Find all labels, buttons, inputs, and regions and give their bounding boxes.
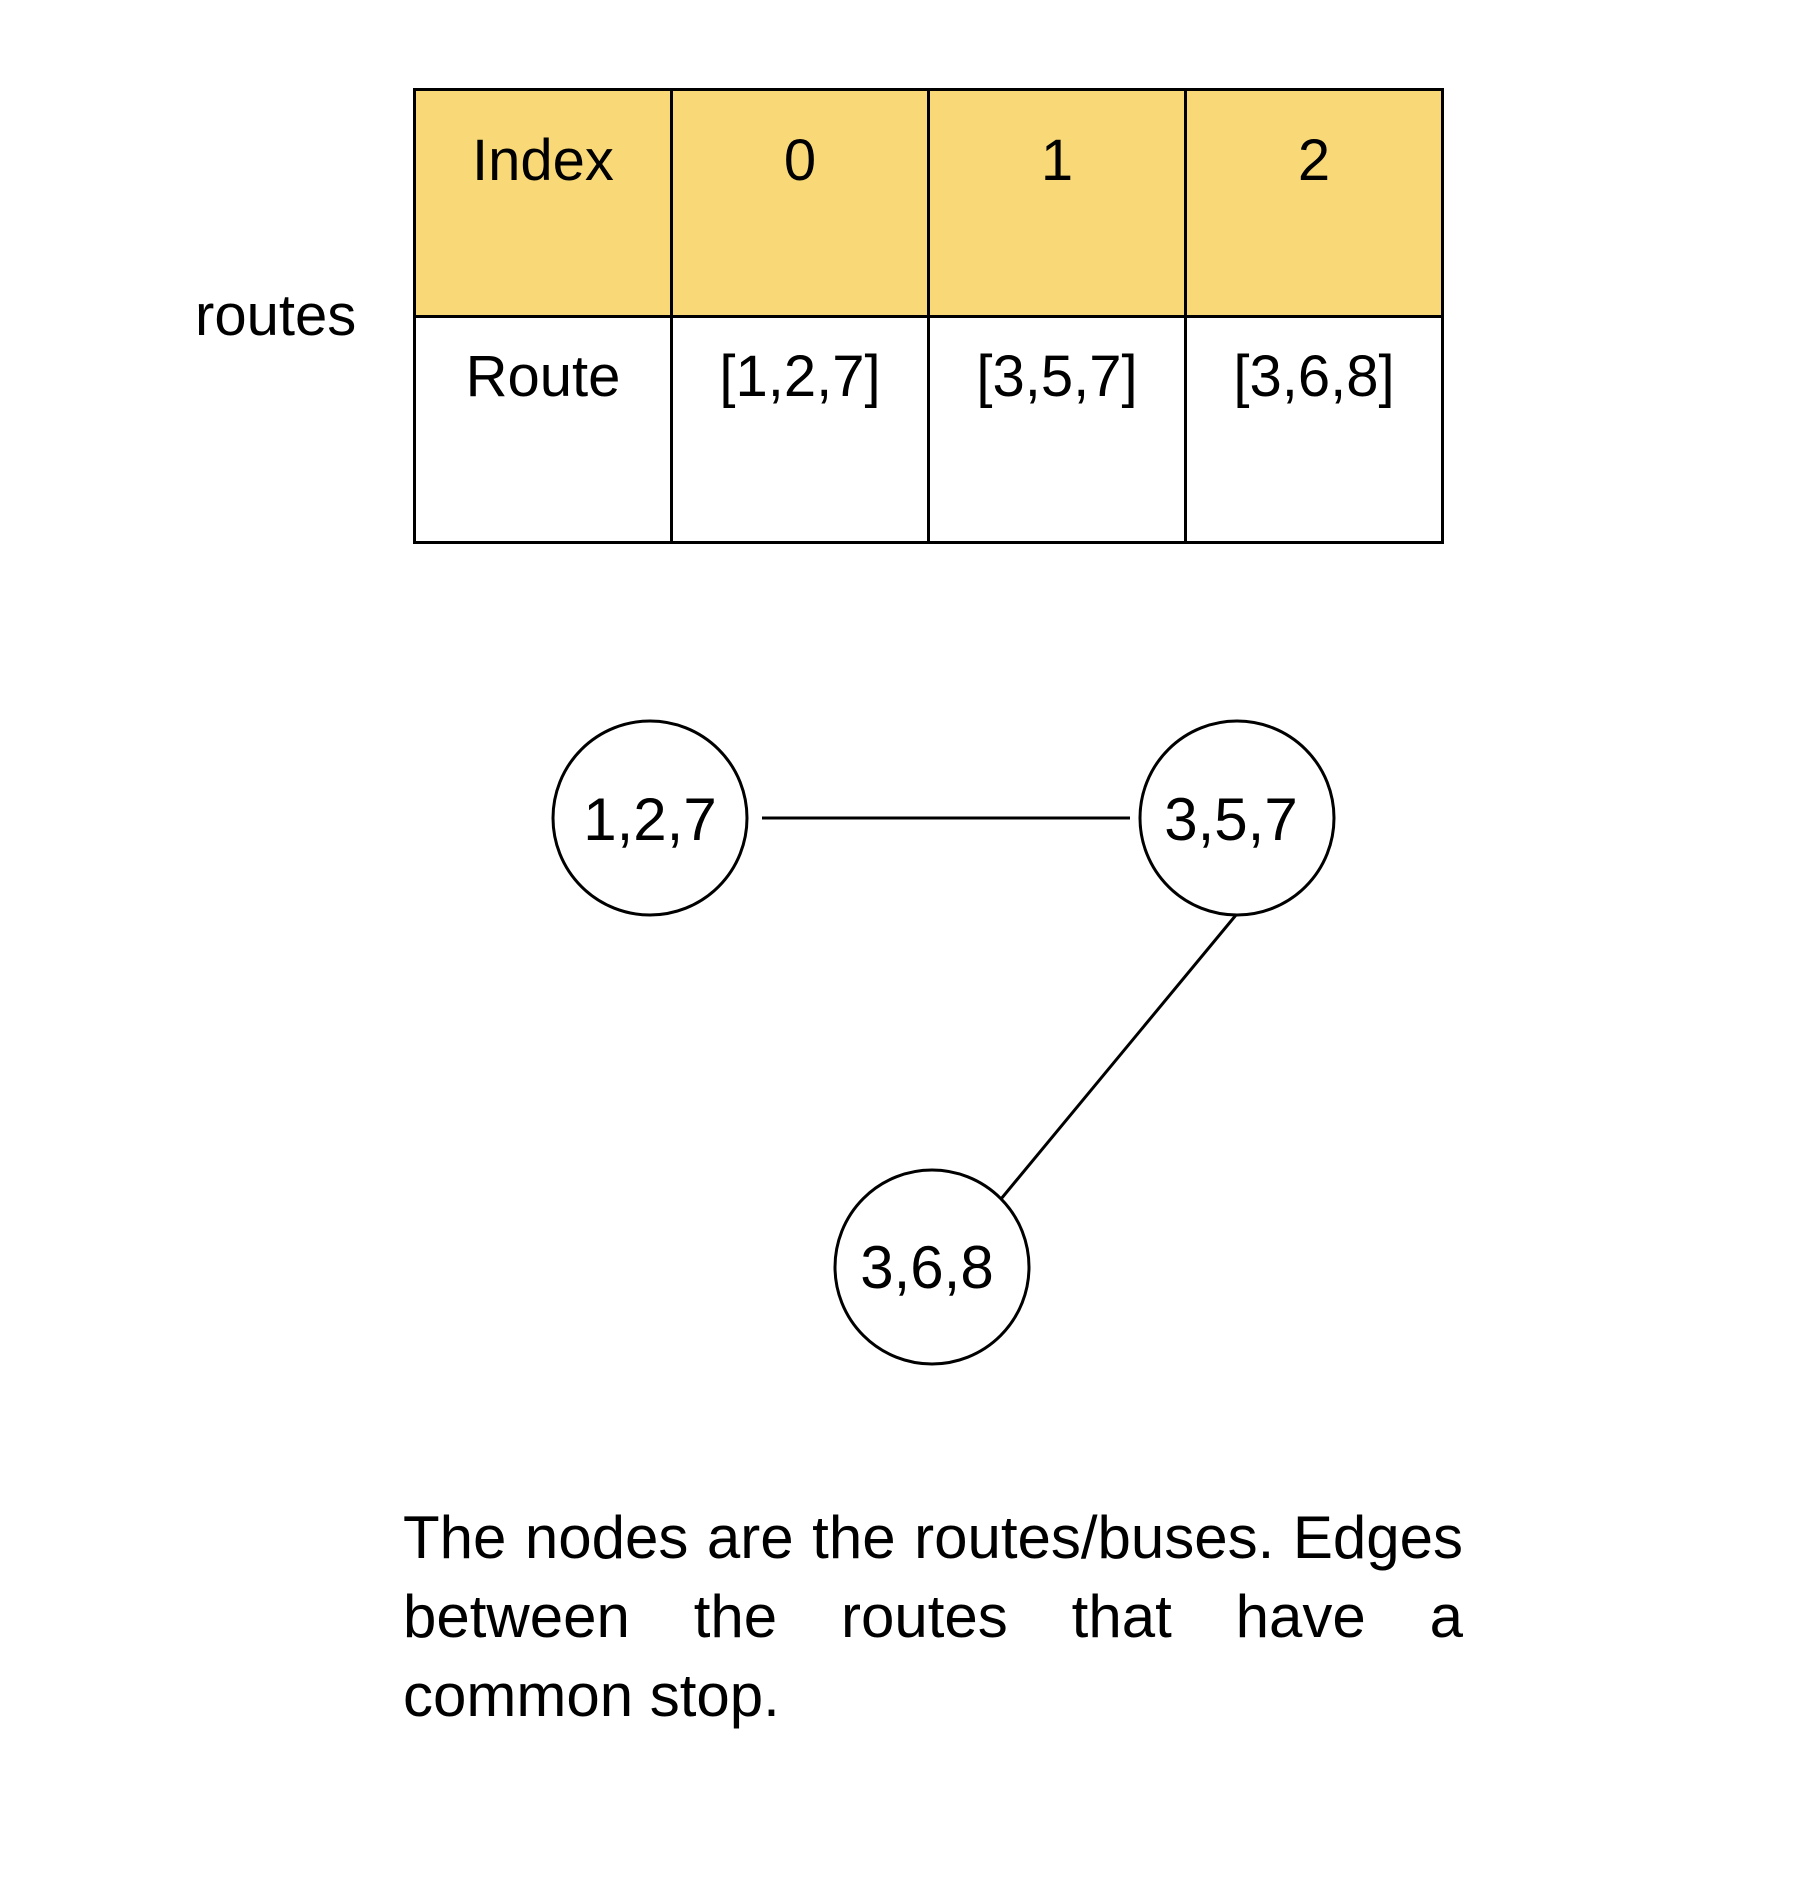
index-cell-1: 1 [927, 88, 1187, 318]
graph-node-n1: 3,5,7 [1138, 719, 1336, 917]
graph-node-n2: 3,6,8 [833, 1168, 1031, 1366]
routes-label: routes [195, 283, 357, 348]
index-header-cell: Index [413, 88, 673, 318]
graph-node-circle [1138, 719, 1336, 917]
index-row: Index 0 1 2 [413, 88, 1444, 318]
graph-node-label: 1,2,7 [583, 786, 716, 853]
graph-node-circle [551, 719, 749, 917]
graph-node-n0: 1,2,7 [551, 719, 749, 917]
graph-node-circle [833, 1168, 1031, 1366]
route-row: Route [1,2,7] [3,5,7] [3,6,8] [413, 315, 1444, 544]
caption: The nodes are the routes/buses. Edges be… [403, 1504, 1463, 1729]
route-header-cell: Route [413, 315, 673, 544]
index-cell-2: 2 [1184, 88, 1444, 318]
route-cell-0: [1,2,7] [670, 315, 930, 544]
route-cell-2: [3,6,8] [1184, 315, 1444, 544]
routes-table: Index 0 1 2 Route [1,2,7] [3,5,7] [3,6,8… [413, 88, 1444, 544]
graph-node-label: 3,6,8 [860, 1234, 993, 1301]
edge-n1-n2 [999, 914, 1238, 1200]
graph-node-label: 3,5,7 [1164, 786, 1297, 853]
route-cell-1: [3,5,7] [927, 315, 1187, 544]
index-cell-0: 0 [670, 88, 930, 318]
